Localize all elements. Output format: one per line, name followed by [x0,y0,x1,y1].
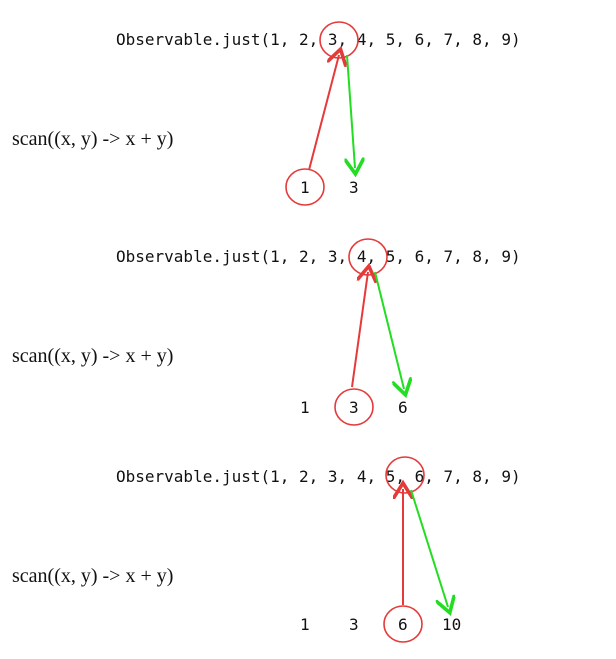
accumulator-arrow [308,55,339,171]
output-value: 3 [349,178,359,197]
accumulator-circle [285,168,325,206]
source-expression: Observable.just(1, 2, 3, 4, 5, 6, 7, 8, … [116,30,521,49]
accumulator-circle [334,388,374,426]
output-arrow [410,489,448,607]
source-expression: Observable.just(1, 2, 3, 4, 5, 6, 7, 8, … [116,467,521,486]
output-value: 10 [442,615,461,634]
operator-label: scan((x, y) -> x + y) [12,565,174,587]
output-arrow [347,54,355,168]
output-value: 6 [398,398,408,417]
output-arrow [374,271,404,389]
output-value: 1 [300,398,310,417]
output-value: 1 [300,615,310,634]
scan-step-1: scan((x, y) -> x + y) Observable.just(1,… [0,0,616,219]
output-value: 1 [300,178,310,197]
scan-step-3: scan((x, y) -> x + y) Observable.just(1,… [0,437,616,656]
output-value: 6 [398,615,408,634]
source-expression: Observable.just(1, 2, 3, 4, 5, 6, 7, 8, … [116,247,521,266]
step-1-diagram: Observable.just(1, 2, 3, 4, 5, 6, 7, 8, … [116,21,521,206]
accumulator-circle [383,605,423,643]
operator-label: scan((x, y) -> x + y) [12,128,174,150]
output-value: 3 [349,615,359,634]
scan-step-2: scan((x, y) -> x + y) Observable.just(1,… [0,217,616,436]
output-value: 3 [349,398,359,417]
operator-label: scan((x, y) -> x + y) [12,345,174,367]
step-2-diagram: Observable.just(1, 2, 3, 4, 5, 6, 7, 8, … [116,238,521,426]
step-3-diagram: Observable.just(1, 2, 3, 4, 5, 6, 7, 8, … [116,456,521,643]
accumulator-arrow [351,272,368,388]
